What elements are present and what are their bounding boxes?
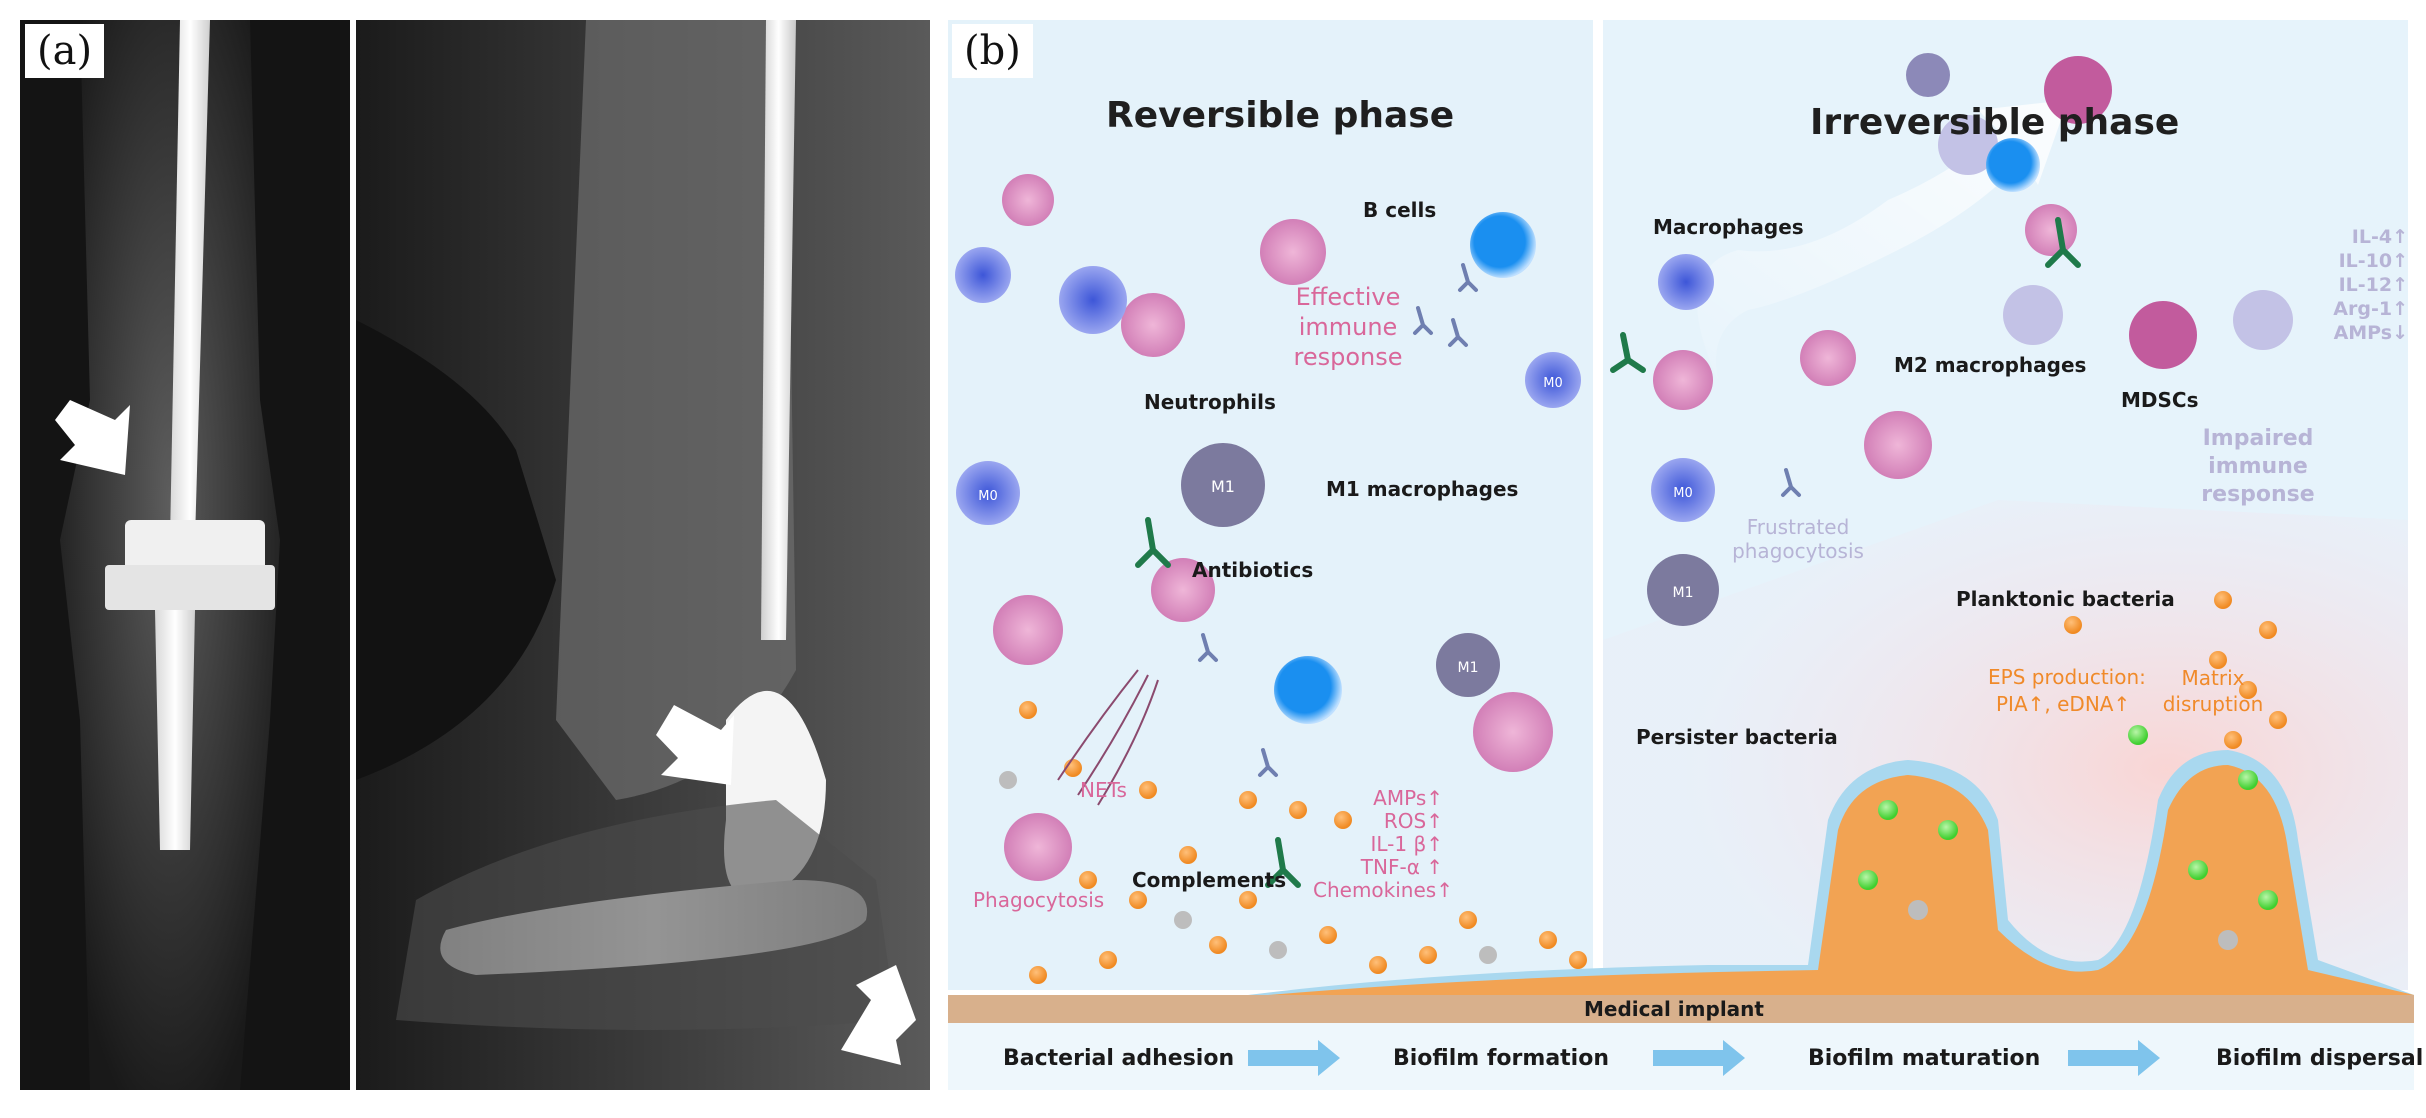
reversible-phase-title: Reversible phase bbox=[1106, 95, 1455, 136]
label-medical-implant: Medical implant bbox=[1584, 997, 1764, 1021]
b-cells bbox=[1274, 138, 2040, 724]
label-macrophages: Macrophages bbox=[1653, 215, 1804, 239]
arrow-icon bbox=[841, 965, 916, 1065]
m1-macrophage-cells bbox=[1181, 443, 1719, 697]
cell-m0-label: M0 bbox=[1673, 486, 1693, 501]
panel-label-b: (b) bbox=[952, 24, 1033, 78]
mediator-item: IL-1 β↑ bbox=[1370, 832, 1443, 856]
stage-biofilm-maturation: Biofilm maturation bbox=[1808, 1046, 2041, 1071]
arrow-icon bbox=[656, 705, 734, 785]
net-filaments bbox=[1057, 669, 1159, 806]
neutrophil-cells bbox=[993, 174, 2077, 881]
implant-bar bbox=[948, 995, 2414, 1023]
mediator-item: AMPs↓ bbox=[2333, 322, 2408, 344]
planktonic-bacteria bbox=[999, 591, 2287, 984]
label-persister-bacteria: Persister bacteria bbox=[1636, 725, 1838, 749]
macrophage-cells bbox=[955, 247, 1715, 525]
label-antibiotics: Antibiotics bbox=[1192, 558, 1314, 582]
mediator-item: Arg-1↑ bbox=[2333, 298, 2408, 320]
mediator-list-right: IL-4↑ IL-10↑ IL-12↑ Arg-1↑ AMPs↓ bbox=[2333, 225, 2408, 345]
irreversible-phase-title: Irreversible phase bbox=[1810, 102, 2180, 143]
label-frustrated-phagocytosis: Frustrated phagocytosis bbox=[1732, 515, 1864, 563]
mediator-item: ROS↑ bbox=[1383, 809, 1443, 833]
cell-m1-label: M1 bbox=[1458, 660, 1479, 676]
stage-biofilm-dispersal: Biofilm dispersal bbox=[2216, 1046, 2424, 1071]
label-m2-macrophages: M2 macrophages bbox=[1894, 353, 2087, 377]
label-m1-macrophages: M1 macrophages bbox=[1326, 477, 1519, 501]
mediator-item: IL-10↑ bbox=[2338, 250, 2408, 272]
biofilm-matrix bbox=[1248, 750, 2414, 995]
m2-macrophage-cells bbox=[1906, 53, 2293, 369]
mediator-item: IL-12↑ bbox=[2338, 274, 2408, 296]
mediator-item: AMPs↑ bbox=[1373, 786, 1443, 810]
label-neutrophils: Neutrophils bbox=[1144, 390, 1276, 414]
label-impaired-immune: Impaired immune response bbox=[2201, 426, 2315, 507]
xray-lateral-image bbox=[356, 20, 930, 1090]
mediator-item: TNF-α ↑ bbox=[1360, 855, 1443, 879]
panel-label-a: (a) bbox=[25, 24, 105, 78]
label-effective-immune: Effective immune response bbox=[1293, 283, 1403, 371]
antibody-icons bbox=[1135, 217, 2081, 888]
label-mdscs: MDSCs bbox=[2121, 388, 2199, 412]
cell-m0-label: M0 bbox=[978, 489, 998, 504]
label-b-cells: B cells bbox=[1363, 198, 1437, 222]
cell-m1-label: M1 bbox=[1673, 585, 1694, 601]
stage-arrows bbox=[1248, 1040, 2160, 1076]
arrow-icon bbox=[55, 400, 130, 475]
label-nets: NETs bbox=[1080, 778, 1127, 802]
diagram-canvas: M0 M0 M0 M1 M1 M1 bbox=[948, 20, 2414, 1090]
biofilm-diagram: M0 M0 M0 M1 M1 M1 bbox=[948, 20, 2423, 1090]
stage-bacterial-adhesion: Bacterial adhesion bbox=[1003, 1046, 1235, 1071]
mediator-item: Chemokines↑ bbox=[1313, 878, 1453, 902]
label-planktonic-bacteria: Planktonic bacteria bbox=[1956, 587, 2175, 611]
label-matrix-disruption: Matrix disruption bbox=[2162, 666, 2264, 716]
mediator-list-left: AMPs↑ ROS↑ IL-1 β↑ TNF-α ↑ Chemokines↑ bbox=[1313, 786, 1453, 902]
mediator-item: IL-4↑ bbox=[2351, 226, 2408, 248]
small-antibody-icons bbox=[1198, 263, 1801, 777]
cell-m1-label: M1 bbox=[1211, 477, 1235, 496]
label-eps-production: EPS production: bbox=[1988, 665, 2146, 689]
cell-m0-label: M0 bbox=[1543, 376, 1563, 391]
xray-frontal-image bbox=[20, 20, 350, 1090]
label-phagocytosis: Phagocytosis bbox=[973, 888, 1105, 912]
xray-frontal bbox=[20, 20, 350, 1090]
label-complements: Complements bbox=[1132, 868, 1287, 892]
stage-biofilm-formation: Biofilm formation bbox=[1393, 1046, 1609, 1071]
label-eps-detail: PIA↑, eDNA↑ bbox=[1996, 692, 2131, 716]
xray-lateral bbox=[356, 20, 930, 1090]
